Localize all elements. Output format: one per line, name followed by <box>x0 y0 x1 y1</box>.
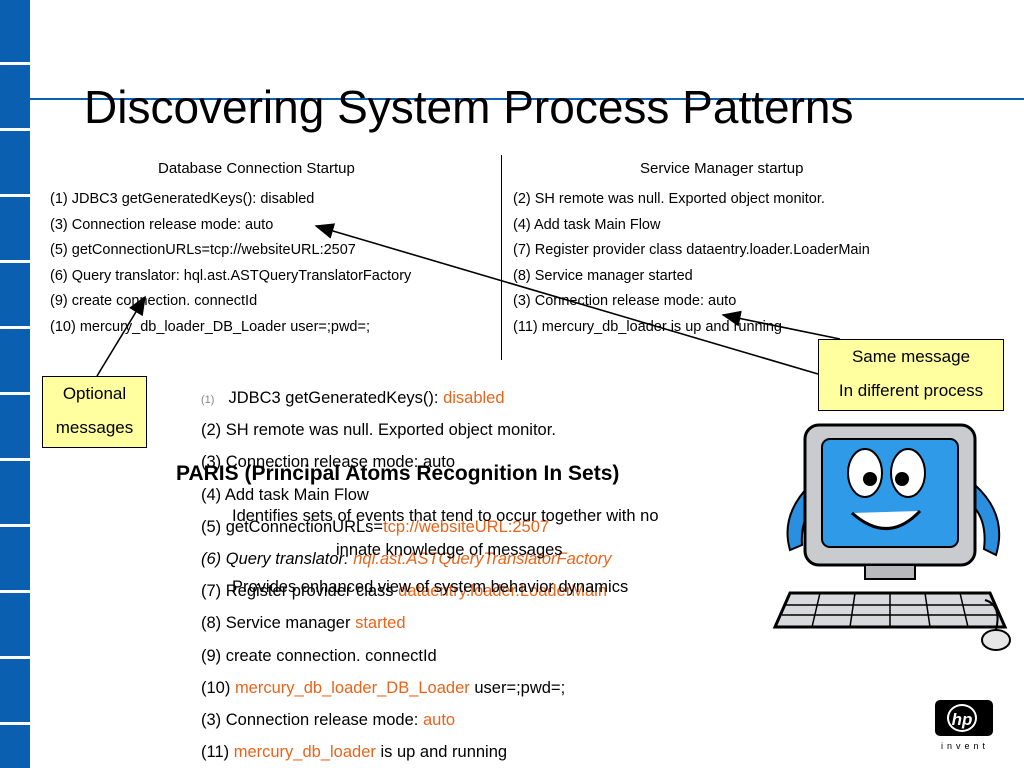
row-highlight: mercury_db_loader <box>233 743 376 762</box>
row-text: (7) Register provider class <box>201 582 394 601</box>
column-divider <box>501 155 502 360</box>
sequence-row: (2) SH remote was null. Exported object … <box>201 421 556 440</box>
sidebar-stripe <box>0 524 30 527</box>
sidebar-stripe <box>0 392 30 395</box>
sequence-row: (3) Connection release mode: auto <box>201 704 612 736</box>
sidebar-stripe <box>0 656 30 659</box>
arrow-same-to-left <box>314 223 819 375</box>
list-item: (2) SH remote was null. Exported object … <box>513 191 825 207</box>
list-item: (11) mercury_db_loader is up and running <box>513 318 782 335</box>
paris-bullet-line: Identifies sets of events that tend to o… <box>232 507 659 525</box>
row-highlight: disabled <box>443 389 505 407</box>
computer-mascot-illustration <box>772 423 1011 651</box>
sequence-row: (1) JDBC3 getGeneratedKeys(): disabled <box>201 382 612 414</box>
row-text: (6) Query translator: <box>201 549 349 568</box>
sidebar-stripe <box>0 62 30 65</box>
list-item: (6) Query translator: hql.ast.ASTQueryTr… <box>50 267 412 284</box>
callout-line: Same message <box>851 347 971 366</box>
sidebar-stripe <box>0 590 30 593</box>
list-item: (4) Add task Main Flow <box>513 216 661 233</box>
row-text: (5) getConnectionURLs= <box>201 517 384 536</box>
combined-message-sequence: (1) JDBC3 getGeneratedKeys(): disabled (2… <box>201 382 612 768</box>
left-column-list: (1) JDBC3 getGeneratedKeys(): disabled (… <box>50 187 411 340</box>
sequence-row: (5) getConnectionURLs=tcp://websiteURL:2… <box>201 511 612 543</box>
list-item: (3) Connection release mode: auto <box>50 216 274 233</box>
sequence-row: (6) Query translator: hql.ast.ASTQueryTr… <box>201 543 612 575</box>
row-text: JDBC3 getGeneratedKeys(): <box>228 389 439 407</box>
right-column-heading: Service Manager startup <box>640 160 804 177</box>
left-sidebar-bar <box>0 0 30 768</box>
row-highlight: mercury_db_loader_DB_Loader <box>234 678 470 697</box>
row-highlight: started <box>355 614 406 633</box>
sequence-row: (4) Add task Main Flow <box>201 485 369 504</box>
hp-logo: hp <box>935 700 993 736</box>
hp-logo-mark: hp <box>947 704 977 732</box>
callout-line: messages <box>55 418 134 437</box>
sidebar-stripe <box>0 458 30 461</box>
list-item: (8) Service manager started <box>513 267 693 284</box>
callout-line: In different process <box>838 381 984 400</box>
right-column-list: (2) SH remote was null. Exported object … <box>513 187 870 340</box>
sidebar-stripe <box>0 722 30 725</box>
sidebar-stripe <box>0 128 30 131</box>
row-highlight: dataentry.loader.LoaderMain <box>398 582 607 601</box>
callout-line: Optional <box>62 384 127 403</box>
sequence-row: (7) Register provider class dataentry.lo… <box>201 575 612 607</box>
sequence-row: (10) mercury_db_loader_DB_Loader user=;p… <box>201 672 612 704</box>
paris-bullet-line: Provides enhanced view of system behavio… <box>232 578 629 596</box>
left-column-heading: Database Connection Startup <box>158 160 355 177</box>
paris-heading: PARIS (Principal Atoms Recognition In Se… <box>176 462 620 485</box>
row-text: (10) <box>201 678 231 697</box>
row-text: user=;pwd=; <box>474 678 566 697</box>
same-message-callout: Same message In different process <box>818 339 1004 411</box>
arrow-same-to-right <box>721 310 841 340</box>
row-text: (11) <box>201 743 230 762</box>
row-text: (3) Connection release mode: <box>201 710 419 729</box>
sidebar-stripe <box>0 260 30 263</box>
sequence-row: (9) create connection. connectId <box>201 646 437 665</box>
sequence-row: (3) Connection release mode: auto <box>201 453 456 472</box>
optional-messages-callout: Optional messages <box>42 376 147 448</box>
list-item: (7) Register provider class dataentry.lo… <box>513 242 870 258</box>
row-highlight: tcp://websiteURL:2507 <box>383 517 550 536</box>
title-rule <box>30 98 1024 100</box>
list-item: (1) JDBC3 getGeneratedKeys(): disabled <box>50 191 315 207</box>
hp-invent-tagline: invent <box>940 741 990 751</box>
row-text: (8) Service manager <box>201 614 351 633</box>
row-text: is up and running <box>380 743 508 762</box>
sequence-row: (11) mercury_db_loader is up and running <box>201 736 612 768</box>
row-number: (1) <box>201 394 215 406</box>
sidebar-stripe <box>0 194 30 197</box>
row-highlight: auto <box>422 710 456 729</box>
list-item: (3) Connection release mode: auto <box>513 293 737 309</box>
sidebar-stripe <box>0 326 30 329</box>
row-highlight: hql.ast.ASTQueryTranslatorFactory <box>353 549 612 568</box>
list-item: (5) getConnectionURLs=tcp://websiteURL:2… <box>50 242 356 258</box>
sequence-row: (8) Service manager started <box>201 607 612 639</box>
slide-title: Discovering System Process Patterns <box>84 81 854 133</box>
paris-bullet-line: innate knowledge of messages <box>336 541 563 559</box>
list-item: (9) create connection. connectId <box>50 293 258 309</box>
arrow-optional-to-list <box>96 295 146 377</box>
